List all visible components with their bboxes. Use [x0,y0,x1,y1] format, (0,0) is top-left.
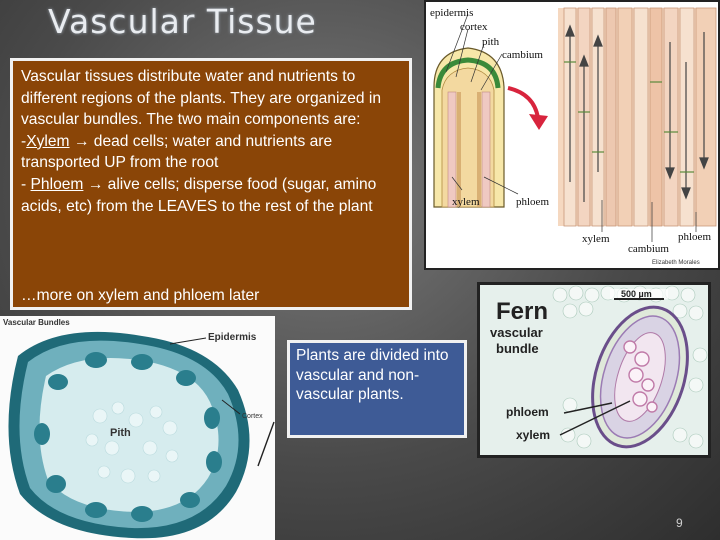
callout-box: Plants are divided into vascular and non… [287,340,467,438]
intro-paragraph: Vascular tissues distribute water and nu… [21,66,403,217]
label-epidermis: epidermis [430,7,473,19]
phloem-description: → alive cells; disperse food (sugar, ami… [21,175,377,215]
label-vascular: vascular [490,325,543,340]
xylem-prefix: - [21,132,27,150]
callout-text: Plants are divided into vascular and non… [296,347,449,403]
label-pith-micro: Pith [110,427,131,439]
label-bundle: bundle [496,341,539,356]
main-text-box: Vascular tissues distribute water and nu… [10,58,412,310]
label-phloem-right: phloem [678,231,711,243]
fern-micrograph: 500 µm Fern vascular bundle phloem xylem [480,285,708,455]
label-xylem-fern: xylem [516,428,550,442]
label-xylem-left: xylem [452,196,480,208]
label-fern: Fern [496,298,548,325]
label-phloem-left: phloem [516,196,549,208]
cross-section-micrograph: Vascular Bundles Epidermis Cortex Pith [3,318,275,539]
cross-section-image: Vascular Bundles Epidermis Cortex Pith [0,316,275,540]
label-cambium-top: cambium [502,49,543,61]
fern-bundle-image: 500 µm Fern vascular bundle phloem xylem [477,282,711,458]
label-vascular-bundles: Vascular Bundles [3,318,70,327]
xylem-term: Xylem [26,132,70,150]
label-pith: pith [482,36,500,48]
stem-diagram-image: epidermis cortex pith cambium xylem phlo… [424,0,720,270]
phloem-term: Phloem [30,175,84,193]
label-cortex-micro: Cortex [242,413,263,420]
label-cortex: cortex [460,21,488,33]
label-xylem-bottom: xylem [582,233,610,245]
label-epidermis-micro: Epidermis [208,332,257,343]
label-phloem-fern: phloem [506,405,549,419]
phloem-prefix: - [21,175,31,193]
image-credit: Elizabeth Morales [652,260,700,266]
slide-title: Vascular Tissue [48,2,317,41]
label-cambium-bottom: cambium [628,243,669,255]
intro-text: Vascular tissues distribute water and nu… [21,68,382,129]
more-note: …more on xylem and phloem later [21,287,260,304]
tissue-detail [558,7,717,227]
xylem-description: → dead cells; water and nutrients are tr… [21,132,333,172]
stem-diagram: epidermis cortex pith cambium xylem phlo… [430,7,717,266]
label-scale: 500 µm [621,289,652,299]
page-number: 9 [676,516,683,530]
